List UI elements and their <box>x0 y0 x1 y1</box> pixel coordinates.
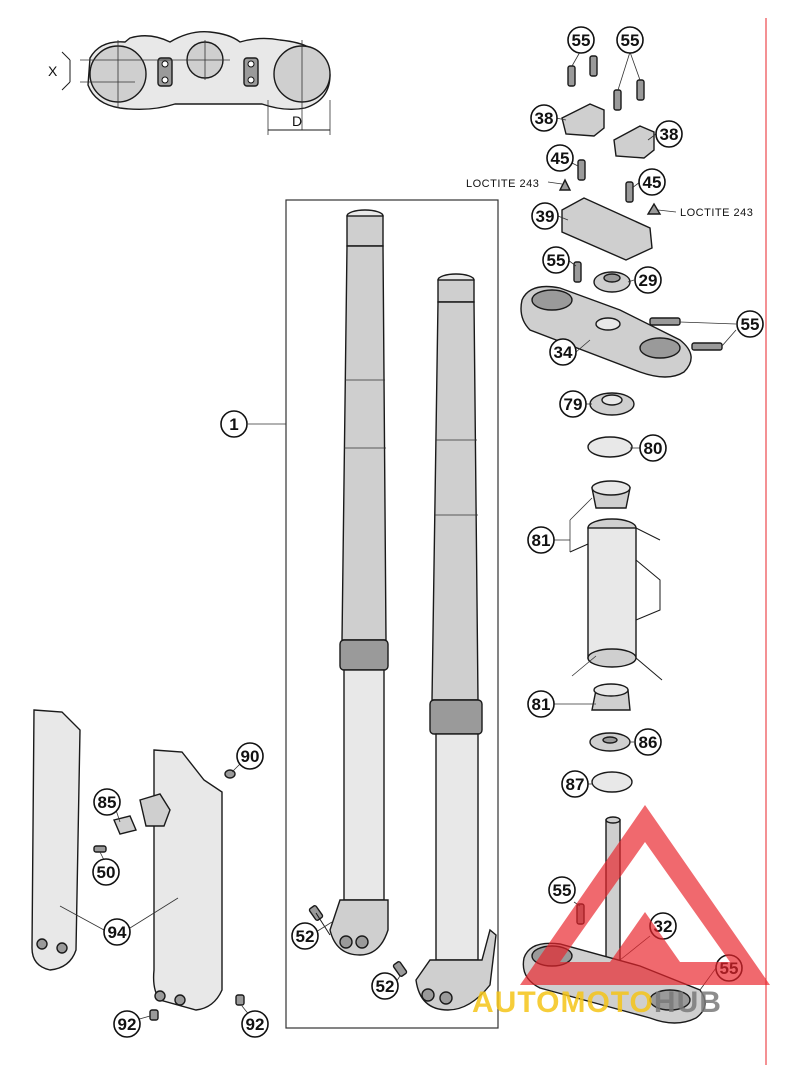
svg-text:AUTOMOTOHUB: AUTOMOTOHUB <box>472 986 722 1019</box>
dim-x-label: X <box>48 63 58 79</box>
watermark-triangle-icon <box>520 805 770 985</box>
svg-text:80: 80 <box>644 439 663 458</box>
seal-80 <box>587 436 633 458</box>
svg-text:52: 52 <box>376 977 395 996</box>
svg-text:38: 38 <box>535 109 554 128</box>
callout-38-b: 38 <box>655 120 683 148</box>
svg-text:34: 34 <box>554 343 573 362</box>
fork-assembly-frame <box>285 199 499 1029</box>
svg-text:55: 55 <box>741 315 760 334</box>
svg-text:85: 85 <box>98 793 117 812</box>
svg-text:87: 87 <box>566 775 585 794</box>
bolt-55-side-1 <box>649 317 681 326</box>
callout-52-b: 52 <box>371 972 399 1000</box>
callout-90: 90 <box>236 742 264 770</box>
bolt-45-right <box>625 181 634 203</box>
callout-52-a: 52 <box>291 922 319 950</box>
svg-text:81: 81 <box>532 531 551 550</box>
callout-55-a: 55 <box>567 26 595 54</box>
callout-55-e: 55 <box>548 876 576 904</box>
callout-38-a: 38 <box>530 104 558 132</box>
svg-text:86: 86 <box>639 733 658 752</box>
svg-text:52: 52 <box>296 927 315 946</box>
callout-85: 85 <box>93 788 121 816</box>
callout-29: 29 <box>634 266 662 294</box>
svg-text:38: 38 <box>660 125 679 144</box>
bolt-52-left <box>308 905 331 936</box>
loctite-label-right: LOCTITE 243 <box>680 207 753 219</box>
automotohub-watermark: AUTOMOTOHUB <box>472 805 770 1019</box>
bolt-50 <box>93 845 107 853</box>
callout-80: 80 <box>639 434 667 462</box>
bolt-92-left <box>149 1009 159 1021</box>
svg-text:55: 55 <box>547 251 566 270</box>
bracket-85 <box>139 793 171 827</box>
fork-leg-left <box>329 209 389 956</box>
handlebar-clamp-39 <box>561 197 653 261</box>
svg-text:29: 29 <box>639 271 658 290</box>
dim-d-label: D <box>292 113 302 129</box>
svg-text:1: 1 <box>229 415 238 434</box>
callout-81-a: 81 <box>527 526 555 554</box>
svg-text:79: 79 <box>564 395 583 414</box>
callout-55-b: 55 <box>616 26 644 54</box>
svg-text:55: 55 <box>553 881 572 900</box>
callout-55-c: 55 <box>542 246 570 274</box>
callout-81-b: 81 <box>527 690 555 718</box>
fork-guard-right <box>152 749 223 1011</box>
callout-92-b: 92 <box>241 1010 269 1038</box>
loctite-label-left: LOCTITE 243 <box>466 178 539 190</box>
svg-text:50: 50 <box>97 863 116 882</box>
bolt-55-upper <box>573 261 582 283</box>
watermark-hub: HUB <box>654 986 722 1019</box>
svg-text:55: 55 <box>572 31 591 50</box>
triple-clamp-dimension-drawing: X D <box>48 31 331 135</box>
bolts-55-top <box>567 55 645 111</box>
fork-guard-left <box>31 709 81 971</box>
svg-text:94: 94 <box>108 923 127 942</box>
callout-34: 34 <box>549 338 577 366</box>
svg-text:45: 45 <box>643 173 662 192</box>
svg-text:55: 55 <box>621 31 640 50</box>
callout-87: 87 <box>561 770 589 798</box>
bolt-55-side-2 <box>691 342 723 351</box>
bolt-45-left <box>577 159 586 181</box>
callout-94: 94 <box>103 918 131 946</box>
fork-leg-right <box>415 273 497 1011</box>
watermark-moto: MOTO <box>560 986 653 1019</box>
callout-92-a: 92 <box>113 1010 141 1038</box>
bolt-52-right <box>392 961 408 977</box>
clamp-38-right <box>613 125 655 159</box>
svg-text:45: 45 <box>551 149 570 168</box>
clamp-38-left <box>561 103 605 137</box>
callout-79: 79 <box>559 390 587 418</box>
callout-39: 39 <box>531 202 559 230</box>
callout-45-b: 45 <box>638 168 666 196</box>
head-tube-section <box>569 518 663 681</box>
svg-text:92: 92 <box>246 1015 265 1034</box>
seal-87 <box>591 771 633 793</box>
callout-50: 50 <box>92 858 120 886</box>
callout-86: 86 <box>634 728 662 756</box>
svg-text:39: 39 <box>536 207 555 226</box>
watermark-auto: AUTO <box>472 986 560 1019</box>
svg-text:92: 92 <box>118 1015 137 1034</box>
nut-90 <box>224 769 236 779</box>
callout-55-d: 55 <box>736 310 764 338</box>
svg-text:81: 81 <box>532 695 551 714</box>
callout-1: 1 <box>220 410 248 438</box>
callout-45-a: 45 <box>546 144 574 172</box>
bolt-92-right <box>235 994 245 1006</box>
svg-text:90: 90 <box>241 747 260 766</box>
